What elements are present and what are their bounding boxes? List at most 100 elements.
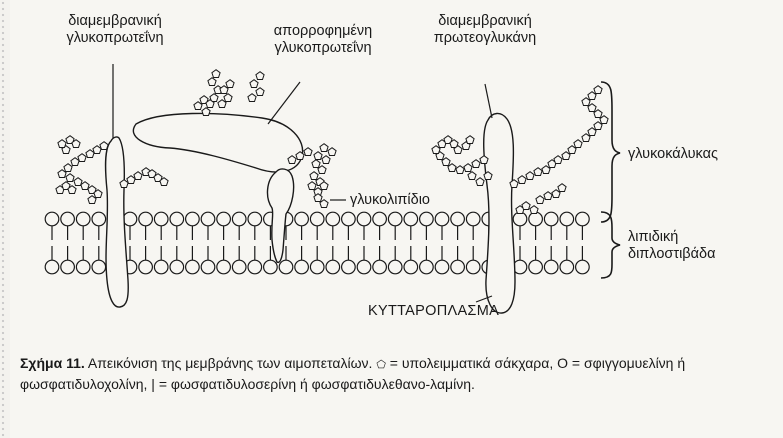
lipid-head (264, 260, 278, 274)
lipid-head (357, 212, 371, 226)
sugar-pentagon (518, 176, 526, 184)
sugar-pentagon (322, 156, 330, 164)
label-cytoplasm: ΚΥΤΤΑΡΟΠΛΑΣΜΑ (368, 303, 499, 320)
sugar-pentagon (314, 152, 322, 160)
label-line: απορροφημένη (258, 23, 388, 40)
lipid-head (45, 260, 59, 274)
lipid-head (576, 260, 590, 274)
sugar-pentagon (308, 182, 316, 190)
lipid-head (61, 260, 75, 274)
lipid-head (529, 260, 543, 274)
lipid-head (388, 212, 402, 226)
label-adsorbed-glycoprotein: απορροφημένη γλυκοπρωτεΐνη (258, 23, 388, 57)
leader-transmembrane-proteoglycan (485, 84, 492, 118)
lipid-head (451, 260, 465, 274)
lipid-head (201, 212, 215, 226)
lipid-head (232, 260, 246, 274)
caption-text: = φωσφατιδυλοσερίνη ή φωσφατιδυλεθανο-λα… (159, 376, 475, 392)
sugar-pentagon (58, 140, 66, 148)
sugar-pentagon (544, 192, 552, 200)
sugar-pentagon (554, 156, 562, 164)
lipid-head (232, 212, 246, 226)
lipid-head (326, 260, 340, 274)
sugar-pentagon (468, 172, 476, 180)
lipid-head (576, 212, 590, 226)
lipid-head (154, 212, 168, 226)
label-transmembrane-proteoglycan: διαμεμβρανική πρωτεογλυκάνη (425, 13, 545, 47)
sugar-pentagon (456, 166, 464, 174)
sugar-pentagon (472, 160, 480, 168)
lipid-head (451, 212, 465, 226)
lipid-head (217, 260, 231, 274)
sugar-pentagon (304, 148, 312, 156)
transmembrane-glycoprotein (106, 137, 129, 307)
lipid-head (326, 212, 340, 226)
lipid-head (342, 260, 356, 274)
lipid-head (466, 260, 480, 274)
sugar-pentagon (526, 172, 534, 180)
lipid-head (420, 260, 434, 274)
sugar-pentagon (464, 164, 472, 172)
lipid-head (201, 260, 215, 274)
lipid-head (248, 212, 262, 226)
label-line: διαμεμβρανική (60, 13, 170, 30)
sugar-pentagon (86, 150, 94, 158)
phosphatidylserine-symbol-icon: | (151, 376, 155, 392)
label-line: γλυκοπρωτεΐνη (60, 30, 170, 47)
sugar-pentagon (320, 144, 328, 152)
sugar-pentagon (256, 72, 264, 80)
lipid-head (92, 260, 106, 274)
transmembrane-proteoglycan (484, 113, 515, 313)
label-line: πρωτεογλυκάνη (425, 30, 545, 47)
sugar-pentagon (594, 86, 602, 94)
lipid-head (560, 212, 574, 226)
lipid-head (544, 212, 558, 226)
lipid-head (310, 260, 324, 274)
adsorbed-glycoprotein (133, 113, 302, 172)
sugar-pentagon (127, 176, 135, 184)
sugar-pentagon (574, 140, 582, 148)
sugar-pentagon (212, 70, 220, 78)
lipid-head (154, 260, 168, 274)
sugar-pentagon (256, 88, 264, 96)
lipid-head (76, 212, 90, 226)
lipid-head (544, 260, 558, 274)
sugar-pentagon (530, 206, 538, 214)
lipid-head (529, 212, 543, 226)
sphingomyelin-symbol-icon: O (557, 355, 568, 371)
caption-text: Απεικόνιση της μεμβράνης των αιμοπεταλίω… (88, 355, 373, 371)
lipid-head (435, 212, 449, 226)
label-glycocalyx: γλυκοκάλυκας (628, 146, 718, 163)
sugar-pentagon (66, 174, 74, 182)
lipid-head (357, 260, 371, 274)
lipid-head (404, 212, 418, 226)
lipid-head (45, 212, 59, 226)
lipid-head (373, 212, 387, 226)
sugar-pentagon (310, 172, 318, 180)
braces (601, 82, 620, 278)
lipid-head (92, 212, 106, 226)
sugar-pentagon (208, 78, 216, 86)
leader-adsorbed-glycoprotein (268, 82, 300, 124)
sugar-pentagon (134, 172, 142, 180)
label-lipid-bilayer: λιπιδική διπλοστιβάδα (628, 229, 715, 263)
lipid-head (295, 212, 309, 226)
sugar-symbol-icon: ⬠ (376, 359, 386, 371)
membrane-diagram (0, 0, 783, 350)
lipid-head (513, 212, 527, 226)
lipid-head (248, 260, 262, 274)
sugar-pentagon (476, 178, 484, 186)
lipid-head (279, 260, 293, 274)
lipid-head (388, 260, 402, 274)
lipid-head (560, 260, 574, 274)
lipid-head (170, 212, 184, 226)
sugar-chains (56, 70, 608, 214)
sugar-pentagon (202, 108, 210, 116)
caption-text: = υπολειμματικά σάκχαρα, (390, 355, 553, 371)
lipid-head (123, 212, 137, 226)
label-line: διαμεμβρανική (425, 13, 545, 30)
lipid-head (342, 212, 356, 226)
label-transmembrane-glycoprotein: διαμεμβρανική γλυκοπρωτεΐνη (60, 13, 170, 47)
lipid-head (76, 260, 90, 274)
label-glycolipid: γλυκολιπίδιο (350, 192, 430, 209)
